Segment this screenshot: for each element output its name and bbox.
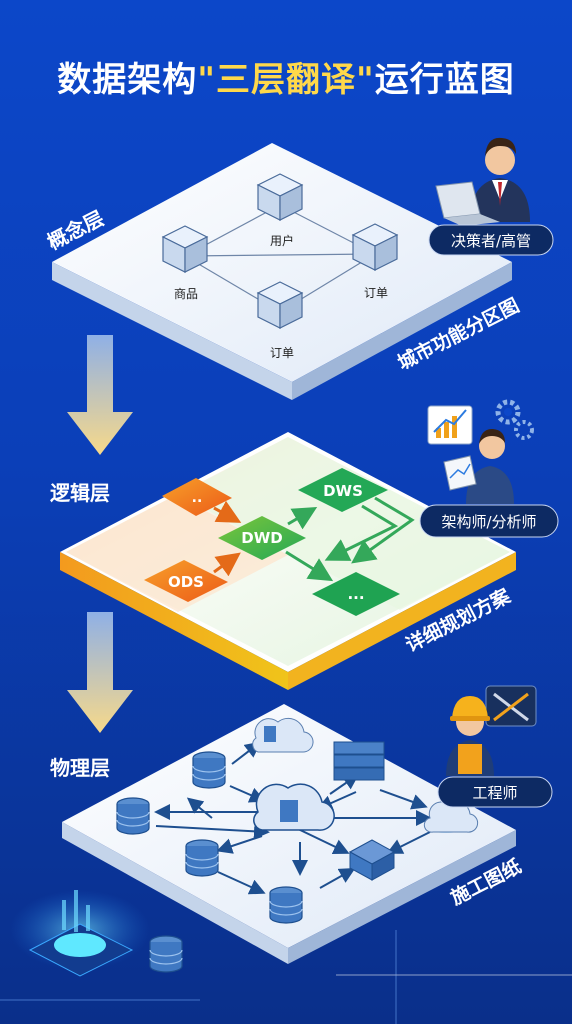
conceptual-plate: 用户 商品 订单 订单 [52,143,512,400]
database-icon-4 [269,886,303,924]
role-label-conceptual: 决策者/高管 [451,232,531,250]
decor-lines [0,930,572,1024]
page-title: 数据架构"三层翻译"运行蓝图 [0,52,572,101]
physical-plate [62,704,516,964]
role-badge-physical: 工程师 [437,776,553,808]
entity-label-user: 用户 [270,233,294,248]
wrench-icon [485,685,537,727]
logical-plate [60,432,516,690]
person-laptop-icon [435,137,530,226]
role-label-logical: 架构师/分析师 [441,513,536,531]
title-part2: 运行蓝图 [374,60,515,100]
box-label-dwd: DWD [241,529,282,547]
server-icon-2 [348,839,396,881]
box-label-dws: DWS [323,482,363,500]
down-arrow-2-icon [67,612,133,733]
server-icon-1 [333,741,385,781]
gear-icon [495,399,534,440]
role-label-physical: 工程师 [472,784,517,802]
glow-platform-icon [10,890,150,977]
box-dws: DWS [298,468,388,512]
cloud-icon-3 [423,800,479,833]
down-arrow-1-icon [67,335,133,455]
database-icon-2 [116,797,150,835]
box-dots-orange: .. [162,478,232,516]
box-label-ods: ODS [168,573,204,591]
box-label-dots: .. [192,490,203,506]
role-badge-logical: 架构师/分析师 [419,504,559,538]
cloud-icon-1 [252,717,314,753]
box-ods: ODS [144,560,228,602]
layer-name-logical: 逻辑层 [50,481,110,505]
title-part1: 数据架构 [57,60,198,100]
database-icon-3 [185,839,219,877]
database-icon-1 [192,751,226,789]
engineer-icon [446,696,494,776]
title-highlight: "三层翻译" [197,60,375,100]
box-label-more: ... [347,585,364,603]
entity-label-product: 商品 [174,286,198,301]
box-more: ... [312,572,400,616]
chart-icon [427,405,473,445]
database-icon-decor [149,935,183,973]
role-badge-conceptual: 决策者/高管 [428,224,554,256]
entity-label-order: 订单 [364,286,388,300]
entity-label-order-2: 订单 [270,346,294,360]
cloud-icon-2 [253,783,335,831]
box-dwd: DWD [218,516,306,560]
analyst-tablet-icon [443,428,514,504]
layer-name-physical: 物理层 [50,756,110,780]
